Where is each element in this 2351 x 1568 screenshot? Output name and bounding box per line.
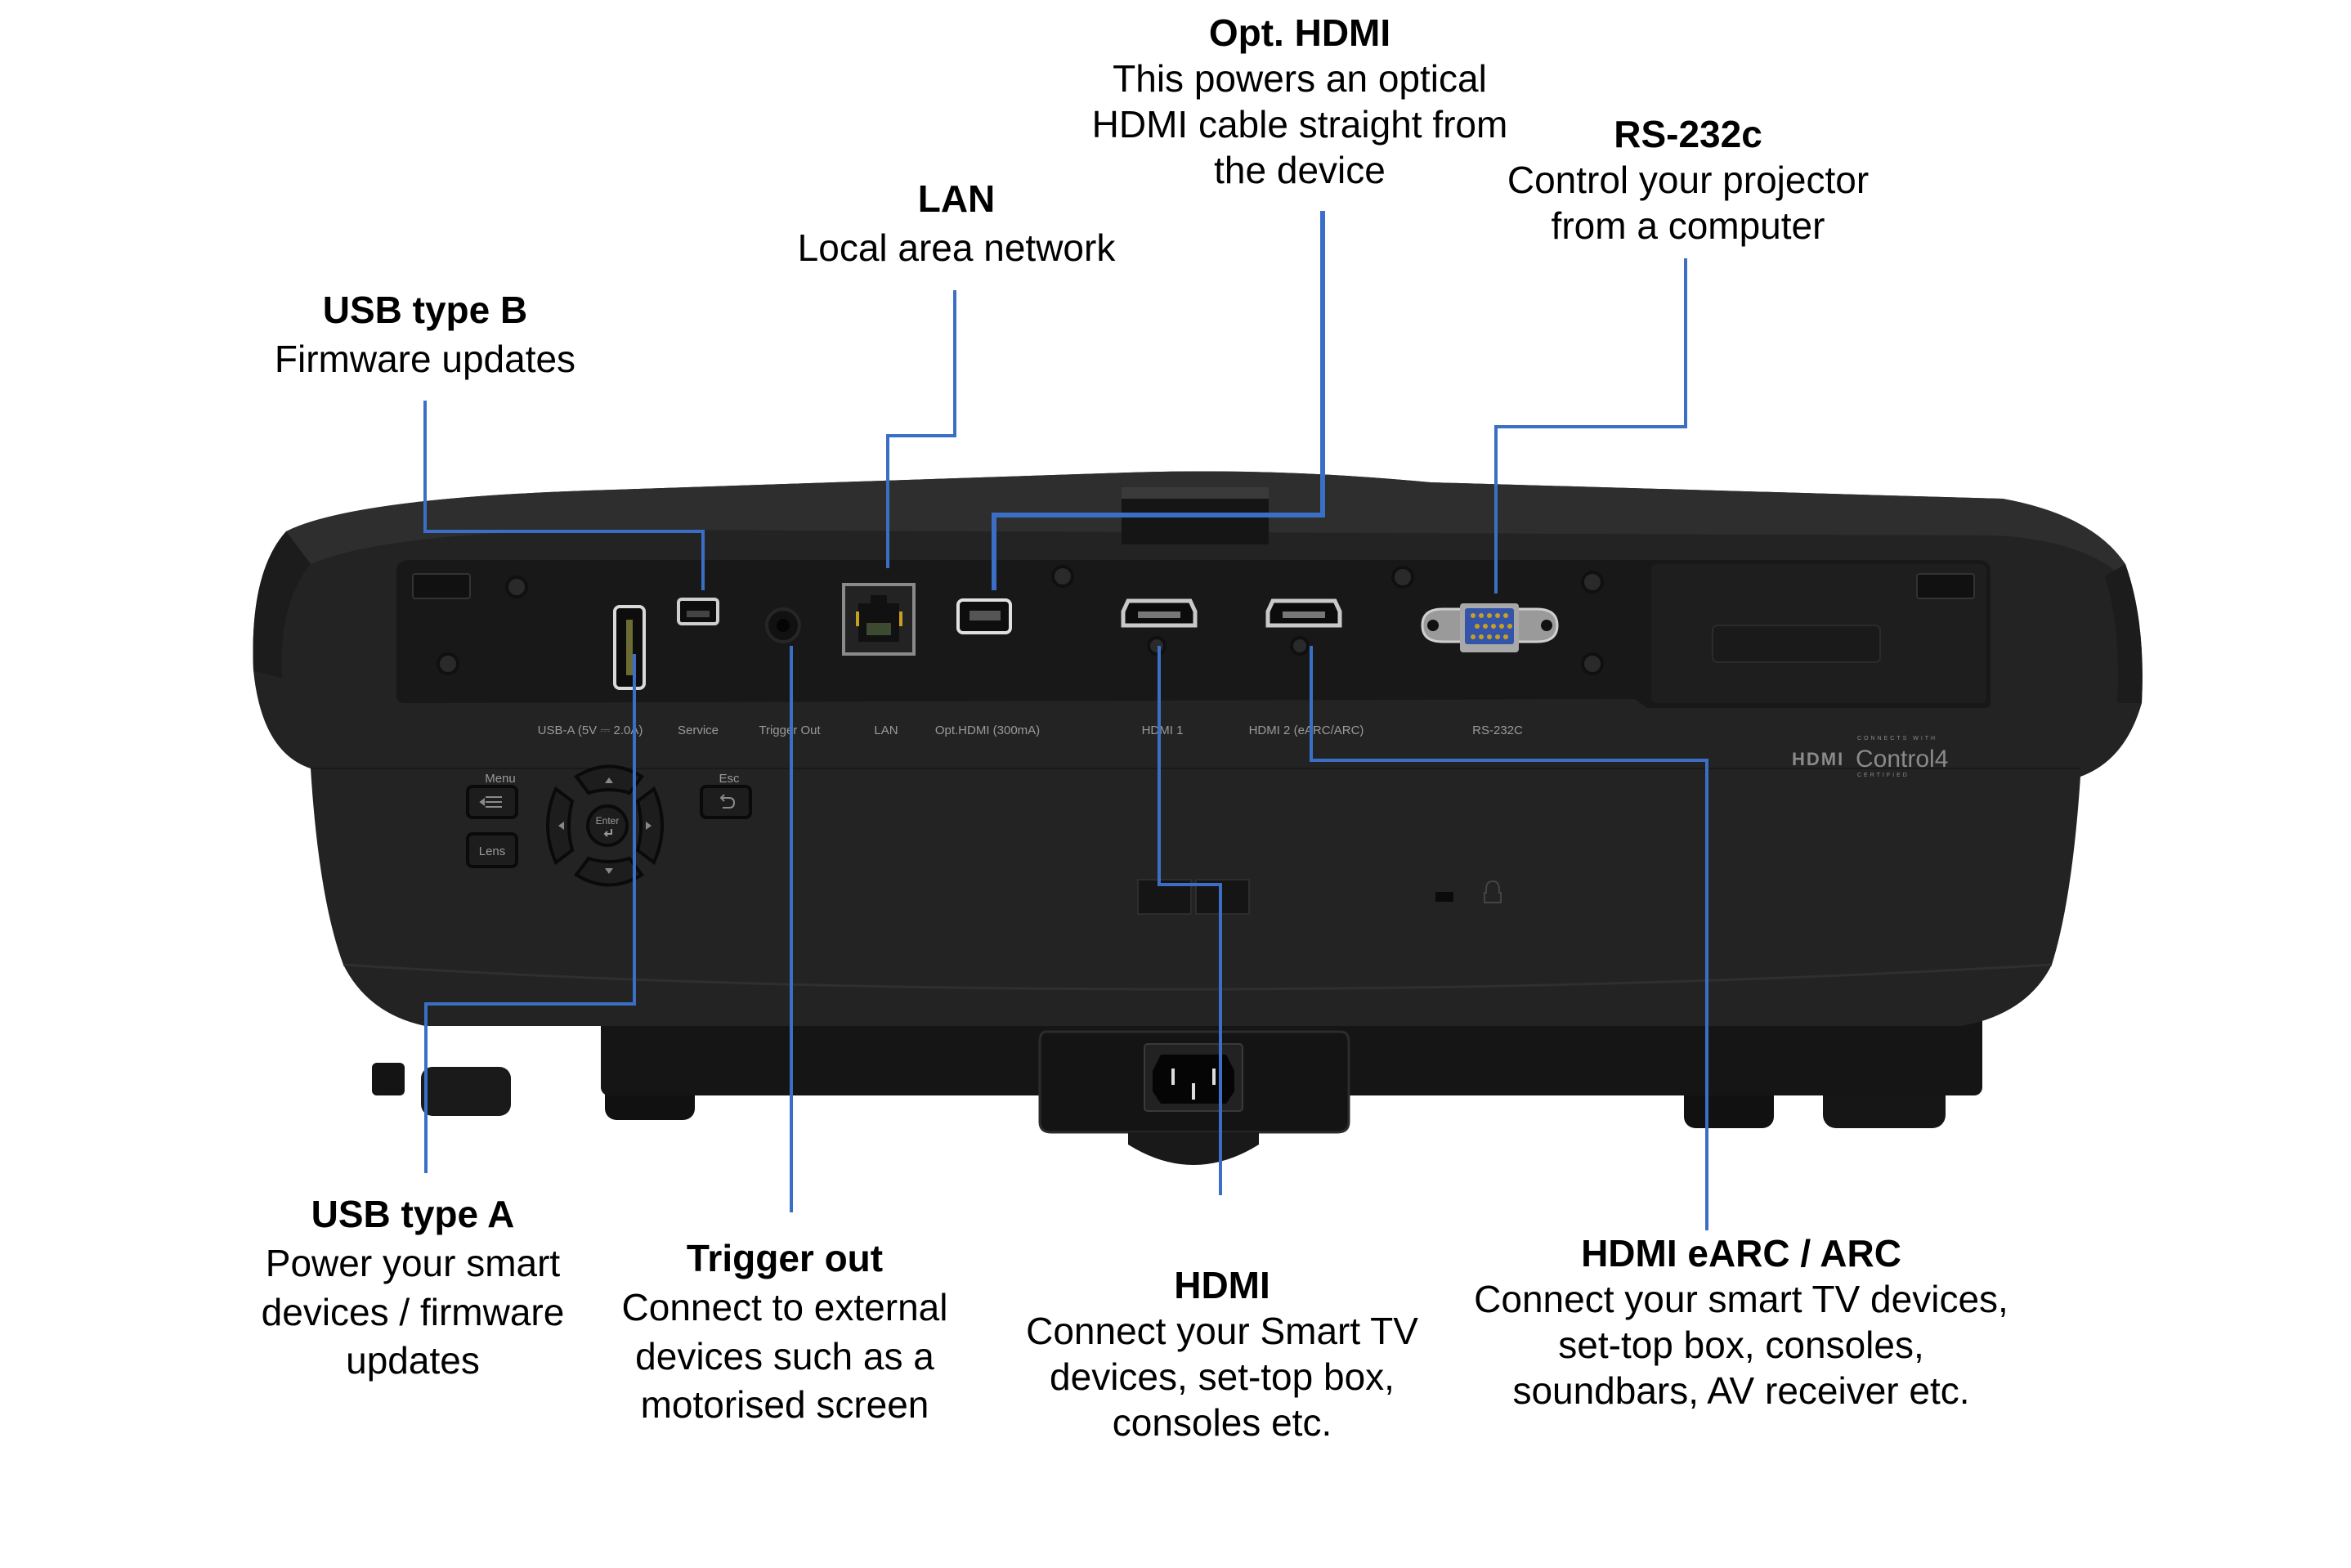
esc-label: Esc bbox=[719, 772, 740, 786]
callout-desc-line: Connect to external bbox=[621, 1285, 948, 1328]
up-arrow-icon bbox=[605, 777, 613, 783]
callout-title: RS-232c bbox=[1614, 113, 1762, 155]
port-hdmi-1 bbox=[1121, 598, 1198, 628]
callout-hdmi-earc: HDMI eARC / ARC Connect your smart TV de… bbox=[1439, 1230, 2044, 1413]
leader-hdmi bbox=[1158, 646, 1222, 1195]
panel-label-usb-a: USB-A (5V ⎓ 2.0A) bbox=[538, 724, 643, 737]
right-arrow-icon bbox=[646, 822, 652, 830]
panel-label-rs232c: RS-232C bbox=[1472, 724, 1523, 737]
callout-desc-line: the device bbox=[1214, 149, 1386, 192]
control-panel: Menu Lens Enter Esc bbox=[466, 764, 752, 887]
callout-desc-line: Connect your Smart TV bbox=[1026, 1310, 1418, 1353]
menu-label: Menu bbox=[485, 772, 516, 786]
callout-rs232c: RS-232c Control your projector from a co… bbox=[1447, 111, 1929, 249]
callout-desc-line: Power your smart bbox=[265, 1241, 561, 1284]
leader-hdmi-earc bbox=[1310, 646, 1708, 1230]
enter-label: Enter bbox=[596, 815, 620, 827]
callout-title: USB type A bbox=[311, 1193, 515, 1235]
control4-top-text: CONNECTS WITH bbox=[1857, 736, 1937, 741]
callout-title: HDMI bbox=[1174, 1264, 1270, 1306]
callout-desc-line: This powers an optical bbox=[1113, 57, 1487, 101]
panel-label-opt-hdmi: Opt.HDMI (300mA) bbox=[935, 724, 1040, 737]
callout-desc-line: set-top box, consoles, bbox=[1558, 1324, 1924, 1367]
port-hdmi-2-earc bbox=[1265, 598, 1342, 628]
enter-button bbox=[586, 804, 629, 847]
menu-icon bbox=[479, 796, 502, 808]
hdmi-logo: HDMI bbox=[1792, 749, 1844, 769]
leader-lines bbox=[423, 211, 1708, 1230]
leader-usb-b bbox=[423, 401, 705, 590]
port-opt-hdmi bbox=[956, 598, 1012, 634]
callout-desc-line: devices / firmware bbox=[261, 1290, 565, 1333]
back-icon bbox=[719, 794, 736, 809]
port-usb-b-service bbox=[677, 598, 719, 625]
callout-desc-line: motorised screen bbox=[640, 1383, 929, 1427]
callout-title: Trigger out bbox=[686, 1237, 884, 1279]
lens-label: Lens bbox=[479, 844, 506, 858]
callout-desc-line: Connect your smart TV devices, bbox=[1474, 1278, 2008, 1321]
panel-label-hdmi-1: HDMI 1 bbox=[1142, 724, 1184, 737]
callout-desc-line: from a computer bbox=[1551, 204, 1825, 248]
callout-desc-line: devices such as a bbox=[635, 1334, 934, 1378]
callout-desc-line: soundbars, AV receiver etc. bbox=[1512, 1369, 1970, 1413]
callout-desc-line: HDMI cable straight from bbox=[1091, 103, 1508, 146]
panel-label-lan: LAN bbox=[874, 724, 898, 737]
callout-opt-hdmi: Opt. HDMI This powers an optical HDMI ca… bbox=[1046, 10, 1553, 193]
control4-bottom-text: CERTIFIED bbox=[1857, 773, 1910, 778]
callout-desc: Firmware updates bbox=[274, 337, 576, 380]
callout-title: USB type B bbox=[322, 289, 528, 331]
leader-opt-hdmi bbox=[992, 211, 1325, 590]
esc-button bbox=[700, 785, 752, 819]
lens-button bbox=[466, 832, 518, 868]
callout-lan: LAN Local area network bbox=[711, 175, 1202, 273]
callout-desc: Local area network bbox=[797, 226, 1116, 269]
callout-usb-a: USB type A Power your smart devices / fi… bbox=[204, 1190, 621, 1386]
callout-trigger-out: Trigger out Connect to external devices … bbox=[572, 1234, 997, 1430]
callout-desc-line: consoles etc. bbox=[1112, 1401, 1332, 1445]
leader-lan bbox=[886, 290, 956, 568]
down-arrow-icon bbox=[605, 868, 613, 874]
panel-label-hdmi-2: HDMI 2 (eARC/ARC) bbox=[1249, 724, 1364, 737]
callout-title: HDMI eARC / ARC bbox=[1581, 1232, 1901, 1275]
leader-usb-a bbox=[424, 654, 636, 1173]
enter-icon bbox=[603, 829, 612, 837]
projector-body bbox=[253, 471, 2143, 1165]
callout-desc-line: updates bbox=[346, 1339, 480, 1382]
port-usb-a bbox=[613, 605, 646, 690]
logos: HDMI CONNECTS WITH Control4 CERTIFIED bbox=[1792, 736, 1948, 778]
left-arrow-icon bbox=[558, 822, 564, 830]
callout-title: Opt. HDMI bbox=[1208, 11, 1391, 54]
leader-rs232c bbox=[1494, 258, 1687, 594]
callout-title: LAN bbox=[917, 177, 996, 220]
control4-logo: Control4 bbox=[1856, 746, 1948, 773]
panel-label-service: Service bbox=[678, 724, 719, 737]
port-trigger-out bbox=[765, 607, 801, 643]
port-lan bbox=[842, 583, 916, 656]
callout-hdmi: HDMI Connect your Smart TV devices, set-… bbox=[981, 1262, 1463, 1445]
callout-desc-line: Control your projector bbox=[1507, 159, 1870, 202]
callout-usb-b: USB type B Firmware updates bbox=[213, 286, 638, 384]
callout-desc-line: devices, set-top box, bbox=[1050, 1355, 1395, 1399]
port-rs232c bbox=[1421, 603, 1559, 652]
